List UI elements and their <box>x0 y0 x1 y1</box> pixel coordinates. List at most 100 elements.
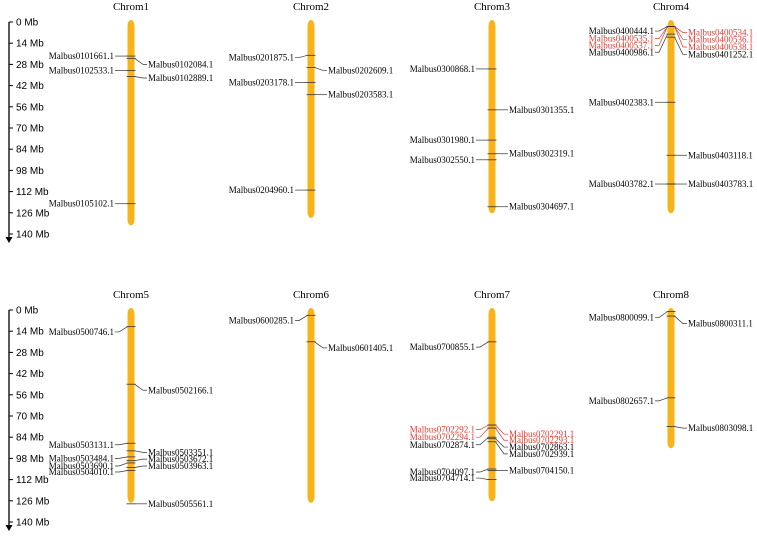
axis-tick-label: 70 Mb <box>16 412 44 423</box>
axis-tick-label: 126 Mb <box>16 496 50 507</box>
axis-tick-label: 84 Mb <box>16 145 44 156</box>
gene-connector <box>655 26 668 46</box>
gene-label: Malbus0400537.1 <box>589 40 654 50</box>
gene-label: Malbus0204960.1 <box>229 185 294 195</box>
gene-connector <box>476 468 489 473</box>
gene-label: Malbus0504010.1 <box>49 467 114 477</box>
gene-label: Malbus0704150.1 <box>509 466 574 476</box>
gene-connector <box>655 26 668 40</box>
gene-connector <box>655 311 668 318</box>
gene-connector <box>674 26 687 33</box>
gene-connector <box>115 462 128 467</box>
chromosome-bar <box>667 20 675 214</box>
chromosome-title: Chrom4 <box>653 1 690 13</box>
gene-connector <box>495 441 508 455</box>
gene-connector <box>314 341 327 349</box>
axis-tick-label: 70 Mb <box>16 124 44 135</box>
gene-label: Malbus0600285.1 <box>229 316 294 326</box>
gene-label: Malbus0302319.1 <box>509 149 574 159</box>
gene-label: Malbus0102533.1 <box>49 65 114 75</box>
gene-label: Malbus0105102.1 <box>49 199 114 209</box>
axis-tick-label: 112 Mb <box>16 187 49 198</box>
gene-connector <box>134 450 147 453</box>
gene-label: Malbus0702291.1 <box>509 429 574 439</box>
gene-label: Malbus0601405.1 <box>328 343 393 353</box>
gene-connector <box>314 67 327 71</box>
gene-label: Malbus0400536.1 <box>688 34 753 44</box>
gene-label: Malbus0503131.1 <box>49 440 114 450</box>
chromosome-title: Chrom3 <box>474 1 511 13</box>
gene-label: Malbus0702292.1 <box>410 425 475 435</box>
gene-connector <box>495 427 508 441</box>
gene-label: Malbus0503484.1 <box>49 453 114 463</box>
gene-label: Malbus0300868.1 <box>410 64 475 74</box>
chromosome-title: Chrom2 <box>293 1 329 13</box>
gene-connector <box>476 477 489 480</box>
axis-tick-label: 140 Mb <box>16 230 50 241</box>
axis-tick-label: 14 Mb <box>16 39 44 50</box>
gene-label: Malbus0304697.1 <box>509 202 574 212</box>
axis-tick-label: 0 Mb <box>16 306 39 317</box>
axis-tick-label: 42 Mb <box>16 81 44 92</box>
gene-label: Malbus0401252.1 <box>688 50 753 60</box>
gene-connector <box>476 427 489 438</box>
gene-label: Malbus0503672.1 <box>148 454 213 464</box>
gene-connector <box>134 458 147 462</box>
chromosome-bar <box>307 308 315 503</box>
gene-label: Malbus0802657.1 <box>589 396 654 406</box>
axis-tick-label: 56 Mb <box>16 102 44 113</box>
axis-arrow-icon <box>5 525 13 531</box>
gene-label: Malbus0702874.1 <box>410 440 475 450</box>
gene-label: Malbus0503351.1 <box>148 447 213 457</box>
gene-label: Malbus0400534.1 <box>688 28 753 38</box>
gene-label: Malbus0400535.1 <box>589 34 654 44</box>
gene-connector <box>115 456 128 459</box>
chromosome-title: Chrom5 <box>113 289 150 301</box>
gene-connector <box>674 426 687 429</box>
gene-connector <box>674 26 687 40</box>
axis-tick-label: 126 Mb <box>16 208 50 219</box>
gene-connector <box>134 383 147 391</box>
gene-label: Malbus0800311.1 <box>688 319 753 329</box>
chromosome-bar <box>488 308 496 502</box>
chromosome-bar <box>667 308 675 449</box>
chromosome-title: Chrom6 <box>293 289 330 301</box>
axis-tick-label: 98 Mb <box>16 166 44 177</box>
gene-connector <box>495 438 508 448</box>
axis-tick-label: 56 Mb <box>16 390 44 401</box>
axis-tick-label: 98 Mb <box>16 454 44 465</box>
chromosome-bar <box>307 20 315 218</box>
chromosome-title: Chrom7 <box>474 289 511 301</box>
gene-label: Malbus0502166.1 <box>148 385 213 395</box>
gene-label: Malbus0102889.1 <box>148 73 213 83</box>
chromosome-title: Chrom1 <box>113 1 149 13</box>
gene-label: Malbus0403782.1 <box>589 179 654 189</box>
gene-connector <box>134 58 147 65</box>
gene-label: Malbus0803098.1 <box>688 423 753 433</box>
axis-tick-label: 14 Mb <box>16 327 44 338</box>
gene-label: Malbus0700855.1 <box>410 342 475 352</box>
gene-label: Malbus0301355.1 <box>509 105 574 115</box>
gene-label: Malbus0402383.1 <box>589 97 654 107</box>
gene-label: Malbus0203583.1 <box>328 90 393 100</box>
gene-connector <box>115 442 128 446</box>
axis-tick-label: 112 Mb <box>16 475 49 486</box>
gene-label: Malbus0403118.1 <box>688 150 753 160</box>
axis-tick-label: 84 Mb <box>16 433 44 444</box>
gene-label: Malbus0505561.1 <box>148 499 213 509</box>
gene-connector <box>115 326 128 333</box>
axis-tick-label: 42 Mb <box>16 369 44 380</box>
gene-label: Malbus0702939.1 <box>509 449 574 459</box>
gene-connector <box>295 54 308 58</box>
axis-arrow-icon <box>5 237 13 243</box>
gene-label: Malbus0201875.1 <box>229 53 294 63</box>
chromosome-title: Chrom8 <box>653 289 690 301</box>
gene-label: Malbus0702294.1 <box>410 432 475 442</box>
chromosome-bar <box>127 20 135 226</box>
axis-tick-label: 28 Mb <box>16 60 44 71</box>
gene-label: Malbus0102084.1 <box>148 59 213 69</box>
gene-label: Malbus0203178.1 <box>229 78 294 88</box>
gene-label: Malbus0503963.1 <box>148 461 213 471</box>
gene-connector <box>134 465 147 468</box>
axis-tick-label: 0 Mb <box>16 18 39 29</box>
